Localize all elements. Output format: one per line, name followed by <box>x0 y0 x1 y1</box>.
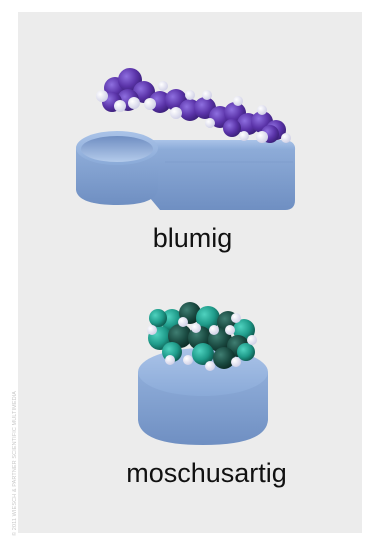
label-musk: moschusartig <box>24 458 365 489</box>
label-floral: blumig <box>10 223 365 254</box>
